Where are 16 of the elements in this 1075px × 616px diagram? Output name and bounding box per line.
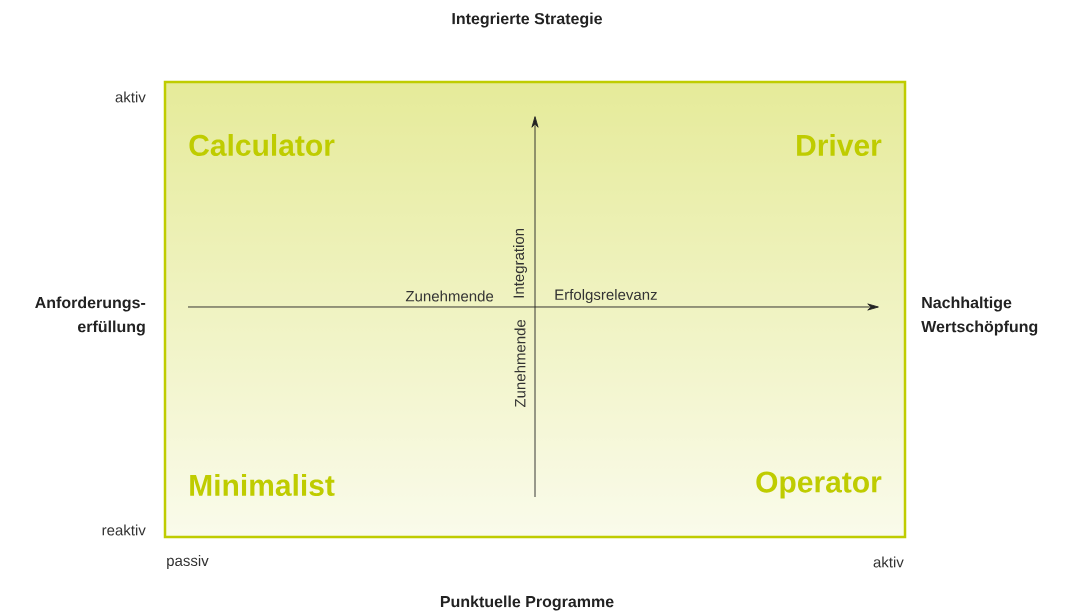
axis-label: Integration xyxy=(513,228,527,298)
scale-label: reaktiv xyxy=(102,524,146,536)
axis-title: Punktuelle Programme xyxy=(440,595,614,611)
axis-title: Integrierte Strategie xyxy=(452,12,602,28)
quadrant-label: Driver xyxy=(797,134,882,156)
axis-title: Anforderungs- erfüllung xyxy=(35,296,146,336)
axis-title: Nachhaltige Wertschöpfung xyxy=(921,296,1038,336)
axis-label: Zunehmende xyxy=(405,290,494,302)
quadrant-label: Operator xyxy=(756,471,882,499)
axis-label: Zunehmende xyxy=(514,319,526,408)
axis-label: Erfolgsrelevanz xyxy=(555,289,657,303)
scale-label: aktiv xyxy=(873,556,904,568)
quadrant-label: Calculator xyxy=(189,134,335,156)
scale-label: passiv xyxy=(167,555,209,569)
scale-label: aktiv xyxy=(115,91,146,103)
quadrant-label: Minimalist xyxy=(190,474,335,496)
